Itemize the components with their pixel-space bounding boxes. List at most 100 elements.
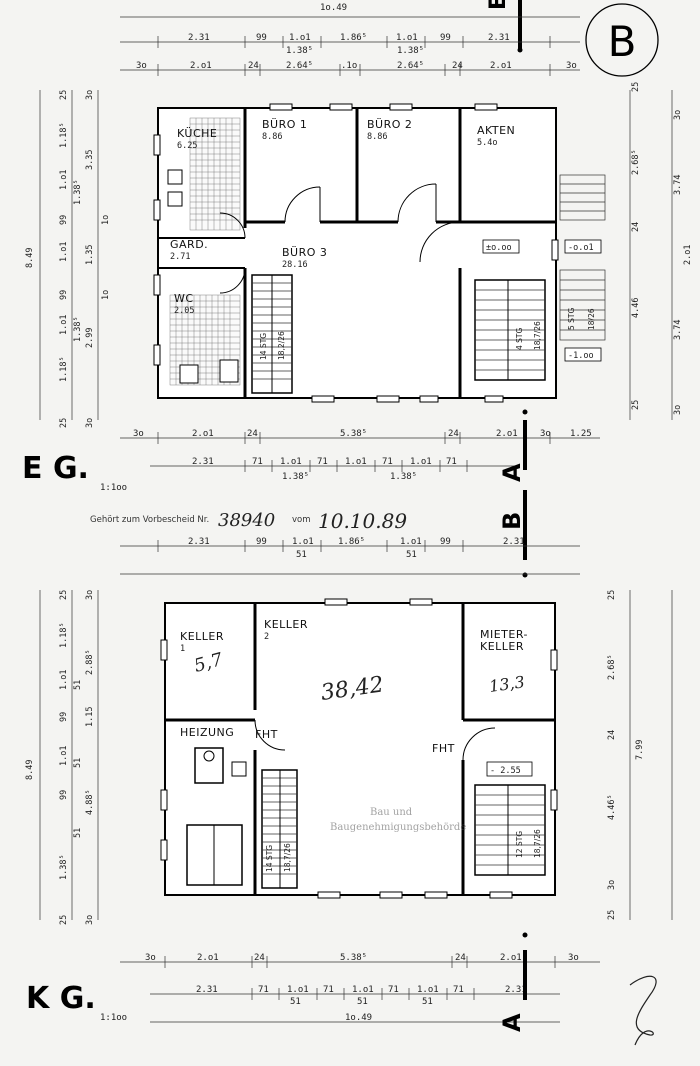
sheet-badge-letter: B (608, 17, 637, 66)
eg-dim-b2-5: 71 (382, 457, 393, 467)
eg-dim-b2-3: 71 (317, 457, 328, 467)
kg-stair1-ratio: 18,7/26 (283, 843, 292, 872)
kg-stair2-ratio: 18,7/26 (533, 829, 542, 858)
eg-dim-r1-2: 24 (631, 222, 641, 232)
eg-dim-t1sub-0: 1.38⁵ (286, 46, 313, 56)
eg-dim-l1-1: 1.18⁵ (59, 122, 69, 148)
eg-dim-b1-2: 24 (247, 429, 258, 439)
eg-dim-b2-7: 71 (446, 457, 457, 467)
kg-dim-left-overall: 8.49 (25, 760, 35, 780)
approval-date: 10.10.89 (318, 509, 407, 533)
kg-dim-l1-1: 1.18⁵ (59, 622, 69, 648)
eg-dim-r2-2: 2.o1 (683, 245, 693, 265)
kg-dim-l2-2: 2.88⁵ (85, 649, 95, 675)
eg-dim-r2-4: 3o (673, 405, 683, 415)
sheet-badge: B (585, 3, 659, 77)
kg-room-mieter-name: MIETER- (480, 628, 528, 641)
eg-room-kueche-name: KÜCHE (177, 127, 217, 140)
kg-dim-b2-6: 1.o1 (417, 985, 439, 995)
eg-dim-r1-0: 25 (631, 82, 641, 92)
eg-room-wc-area: 2.05 (174, 306, 194, 316)
eg-dim-b2-6: 1.o1 (410, 457, 432, 467)
eg-dim-t2-3: 2.64⁵ (286, 61, 313, 71)
kg-dim-b2-7: 71 (453, 985, 464, 995)
kg-hand-area-mk: 13,3 (488, 672, 526, 696)
kg-plan: 14 STG 18,7/26 12 STG 18,7/26 - 2.55 Bau… (160, 598, 558, 899)
eg-room-buero3-area: 28.16 (282, 260, 308, 270)
kg-room-keller2-name: KELLER (264, 618, 308, 631)
eg-room-buero2-name: BÜRO 2 (367, 118, 412, 131)
kg-dim-r1-0: 25 (607, 590, 617, 600)
eg-dim-l1-3: 99 (59, 215, 69, 225)
kg-dim-l2-1: 51 (73, 680, 83, 690)
kg-dim-r1-5: 25 (607, 910, 617, 920)
eg-stair2-ratio: 18,7/26 (533, 321, 542, 350)
eg-dim-t2-0: 3o (136, 61, 147, 71)
eg-dim-l1-2: 1.o1 (59, 170, 69, 190)
eg-dim-t2-7: 2.o1 (490, 61, 512, 71)
eg-dim-l1-4: 1.o1 (59, 242, 69, 262)
kg-fht-right: FHT (432, 742, 455, 755)
section-marker-eg-a: A (498, 409, 528, 482)
eg-dim-t2-1: 2.o1 (190, 61, 212, 71)
eg-stair-right: 4 STG 18,7/26 5 STG 18/26 (474, 279, 596, 381)
kg-dim-r1-4: 3o (607, 880, 617, 890)
kg-dim-b2-5: 71 (388, 985, 399, 995)
eg-floor-label: E G. (22, 451, 89, 486)
eg-room-buero1-name: BÜRO 1 (262, 118, 307, 131)
kg-dim-l1-0: 25 (59, 590, 69, 600)
eg-dim-overall: 1o.49 (320, 3, 347, 13)
kg-dim-l1-3: 99 (59, 712, 69, 722)
kg-dim-l1-7: 25 (59, 915, 69, 925)
eg-dim-b1-4: 24 (448, 429, 459, 439)
kg-dim-l1-4: 1.o1 (59, 746, 69, 766)
kg-floor-label: K G. (26, 981, 96, 1016)
eg-room-akten-name: AKTEN (477, 124, 515, 137)
kg-dim-t1-3: 1.86⁵ (338, 537, 365, 547)
kg-room-keller1-num: 1 (180, 644, 185, 654)
kg-dim-b1-6: 3o (568, 953, 579, 963)
kg-room-heizung-name: HEIZUNG (180, 726, 234, 739)
eg-dim-b2sub-1: 1.38⁵ (390, 472, 417, 482)
kg-dim-t1-2: 1.o1 (292, 537, 314, 547)
eg-dim-b2sub-0: 1.38⁵ (282, 472, 309, 482)
eg-dim-b1-7: 1.25 (570, 429, 592, 439)
kg-dim-b1-0: 3o (145, 953, 156, 963)
eg-room-buero1-area: 8.86 (262, 132, 282, 142)
kg-dim-b2-3: 71 (323, 985, 334, 995)
eg-dim-l2-6: 3o (85, 418, 95, 428)
approval-number: 38940 (218, 510, 275, 531)
kg-dim-b2sub-0: 51 (290, 997, 301, 1007)
kg-dim-b2-0: 2.31 (196, 985, 218, 995)
kg-dim-b1-2: 24 (254, 953, 265, 963)
eg-dim-r2-0: 3o (673, 110, 683, 120)
kg-dim-l2-3: 1.15 (85, 707, 95, 727)
kg-room-mieter-name2: KELLER (480, 640, 524, 653)
eg-dim-b2-0: 2.31 (192, 457, 214, 467)
eg-scale: 1:1oo (100, 483, 127, 493)
kg-authority-stamp: Bau und Baugenehmigungsbehörde (330, 807, 466, 833)
eg-exterior-stair (559, 174, 606, 341)
kg-right-dimensions: 25 2.68⁵ 24 4.46⁵ 3o 25 7.99 (607, 590, 673, 920)
eg-dim-l2-5: 2.99 (85, 328, 95, 348)
eg-top-dimensions: 1o.49 2.31 99 1.o1 1.86⁵ 1.o1 99 2.31 1.… (120, 3, 580, 76)
eg-dim-r1-3: 4.46 (631, 298, 641, 318)
eg-dim-l1-0: 25 (59, 90, 69, 100)
eg-room-wc-name: WC (174, 292, 194, 305)
eg-dim-l1-5: 99 (59, 290, 69, 300)
eg-dim-t2-2: 24 (248, 61, 259, 71)
kg-dim-b2-1: 71 (258, 985, 269, 995)
eg-room-gard-area: 2.71 (170, 252, 190, 262)
kg-left-dimensions: 8.49 25 1.18⁵ 1.o1 99 1.o1 99 1.38⁵ 25 3… (25, 590, 99, 925)
kg-dim-r1-1: 2.68⁵ (607, 654, 617, 680)
kg-scale: 1:1oo (100, 1013, 127, 1023)
eg-room-akten-area: 5.4o (477, 138, 497, 148)
eg-dim-t2-8: 3o (566, 61, 577, 71)
eg-room-gard-name: GARD. (170, 238, 208, 251)
kg-dim-l2-5: 4.88⁵ (85, 789, 95, 815)
eg-left-dimensions: 8.49 25 1.18⁵ 1.o1 99 1.o1 99 1.o1 1.18⁵… (25, 90, 111, 428)
eg-stair1-ratio: 18,2/26 (277, 331, 286, 360)
kg-room-keller2-num: 2 (264, 632, 269, 642)
section-marker-kg-b (522, 932, 528, 938)
